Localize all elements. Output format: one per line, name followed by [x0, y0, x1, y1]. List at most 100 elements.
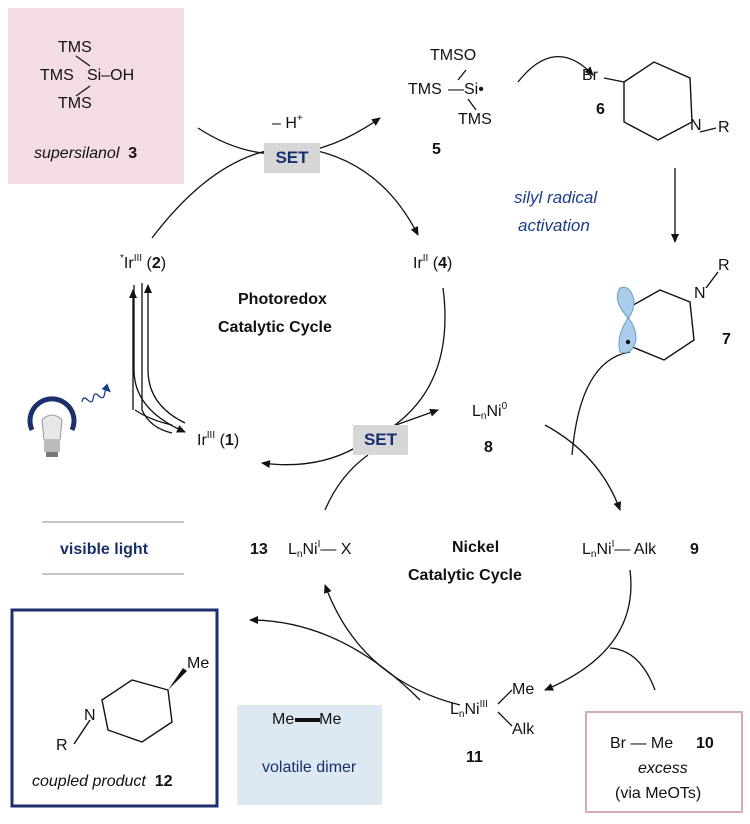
ni0-l: L — [472, 403, 481, 420]
methyl-bromide-formula: Br — Me — [610, 735, 674, 752]
ni0-ox: 0 — [501, 401, 508, 412]
ni0-number: 8 — [484, 439, 493, 456]
ni-x-l: L — [288, 541, 297, 558]
radical-to-bromide-arrow — [517, 55, 594, 83]
proton-loss-label: – H+ — [272, 113, 303, 132]
product-n: N — [84, 707, 96, 724]
dimer-label: volatile dimer — [262, 759, 357, 776]
methyl-bromide-number: 10 — [696, 735, 714, 752]
ni-alk-rest: — Alk — [614, 541, 657, 558]
ni-x-ox: I — [317, 539, 321, 550]
methyl-bromide-note: (via MeOTs) — [615, 785, 702, 802]
ni-iii-me: Me — [512, 681, 535, 698]
ni-iii-bonds — [497, 689, 513, 727]
iridium-reduced-number: 4 — [438, 255, 448, 272]
dimer-formula: Me — Me — [272, 711, 342, 728]
product-wedge-bond — [168, 668, 187, 690]
supersilanol-tms-top: TMS — [58, 39, 92, 56]
excited-star: * — [120, 253, 124, 264]
ni0-n: n — [480, 411, 487, 422]
ni-iii-n: n — [458, 709, 465, 720]
iridium-ground-number: 1 — [224, 432, 234, 449]
ni-alk-l: L — [582, 541, 591, 558]
product-structure — [73, 679, 173, 745]
iridium-ground: IrIII (1) — [197, 430, 240, 449]
nickel-title-line2: Catalytic Cycle — [408, 567, 522, 584]
supersilanol-box — [8, 8, 184, 184]
ni-x-number: 13 — [250, 541, 268, 558]
silyl-radical-bonds — [457, 69, 477, 111]
proton-loss-text: – H — [272, 115, 297, 132]
ni-x-ni: Ni — [302, 541, 318, 558]
supersilanol-tms-left: TMS — [40, 67, 74, 84]
alkyl-radical-number: 7 — [722, 331, 731, 348]
methyl-bromide-excess: excess — [638, 760, 688, 777]
ni-alk-ni: Ni — [596, 541, 612, 558]
supersilanol-si-oh: Si–OH — [87, 67, 135, 84]
ni-iii-complex: LnNiIII — [450, 699, 488, 720]
ni-iii-alk: Alk — [512, 721, 535, 738]
alkyl-radical-n: N — [694, 285, 706, 302]
bromopiperidine-n: N — [690, 117, 702, 134]
iridium-excited-number: 2 — [151, 255, 161, 272]
iridium-excited: *IrIII (2) — [120, 253, 167, 272]
photoredox-title-line2: Catalytic Cycle — [218, 319, 332, 336]
ni-alk-ox: I — [611, 539, 615, 550]
silyl-activation-line2: activation — [518, 216, 590, 235]
iridium-excited-symbol: Ir — [123, 255, 134, 272]
p-orbital-icon — [616, 286, 637, 354]
product-number: 12 — [154, 773, 173, 790]
ni-alk-number: 9 — [690, 541, 699, 558]
product-box — [10, 608, 219, 808]
supersilanol-caption: supersilanol 3 — [34, 146, 137, 162]
bromopiperidine-structure — [603, 61, 717, 141]
silyl-radical-number: 5 — [432, 141, 441, 158]
product-r: R — [56, 737, 68, 754]
product-caption: coupled product 12 — [32, 774, 173, 790]
supersilanol-bonds — [75, 55, 91, 97]
nickel-cycle-arrows — [249, 351, 656, 706]
alkyl-radical-r: R — [718, 257, 730, 274]
ni-x-n: n — [296, 549, 303, 560]
iridium-reduced: IrII (4) — [413, 253, 453, 272]
nickel-title-line1: Nickel — [452, 539, 500, 556]
methyl-bromide-box — [585, 711, 743, 813]
ni0-ni: Ni — [486, 403, 502, 420]
visible-light-label: visible light — [60, 541, 149, 558]
wavy-arrow-icon — [81, 383, 111, 403]
supersilanol-label: supersilanol — [34, 145, 120, 162]
silyl-radical-si-label: Si — [464, 81, 479, 98]
product-label: coupled product — [32, 773, 146, 790]
ni-iii-number: 11 — [466, 749, 483, 766]
proton-charge: + — [296, 113, 303, 124]
supersilanol-tms-bottom: TMS — [58, 95, 92, 112]
excitation-arrows — [133, 284, 186, 433]
ni-x-rest: — X — [320, 541, 352, 558]
set-box-bottom: SET — [353, 425, 408, 455]
silyl-radical-si: —Si• — [448, 81, 484, 98]
supersilanol-number: 3 — [128, 145, 138, 162]
bromopiperidine-number: 6 — [596, 101, 605, 118]
ni-iii-ni: Ni — [464, 701, 480, 718]
iridium-reduced-symbol: Ir — [413, 255, 423, 272]
silyl-radical-tmso: TMSO — [430, 47, 477, 64]
silyl-radical-tms-left: TMS — [408, 81, 442, 98]
iridium-ground-ox: III — [206, 430, 216, 441]
photoredox-cycle-arrows — [129, 117, 446, 511]
ni-alk-complex: LnNiI— Alk — [582, 539, 657, 560]
ni-iii-ox: III — [479, 699, 488, 710]
iridium-excited-ox: III — [133, 253, 143, 264]
product-me: Me — [187, 655, 210, 672]
iridium-ground-symbol: Ir — [197, 432, 207, 449]
ni0-complex: LnNi0 — [472, 401, 508, 422]
silyl-radical-tms-bottom: TMS — [458, 111, 492, 128]
iridium-reduced-ox: II — [422, 253, 429, 264]
set-box-top: SET — [264, 143, 320, 173]
bromopiperidine-br: Br — [582, 67, 598, 84]
silyl-activation-line1: silyl radical — [514, 188, 598, 207]
ni-x-complex: LnNiI— X — [288, 539, 352, 560]
ni-alk-n: n — [590, 549, 597, 560]
photoredox-title-line1: Photoredox — [238, 291, 327, 308]
ni-iii-l: L — [450, 701, 459, 718]
